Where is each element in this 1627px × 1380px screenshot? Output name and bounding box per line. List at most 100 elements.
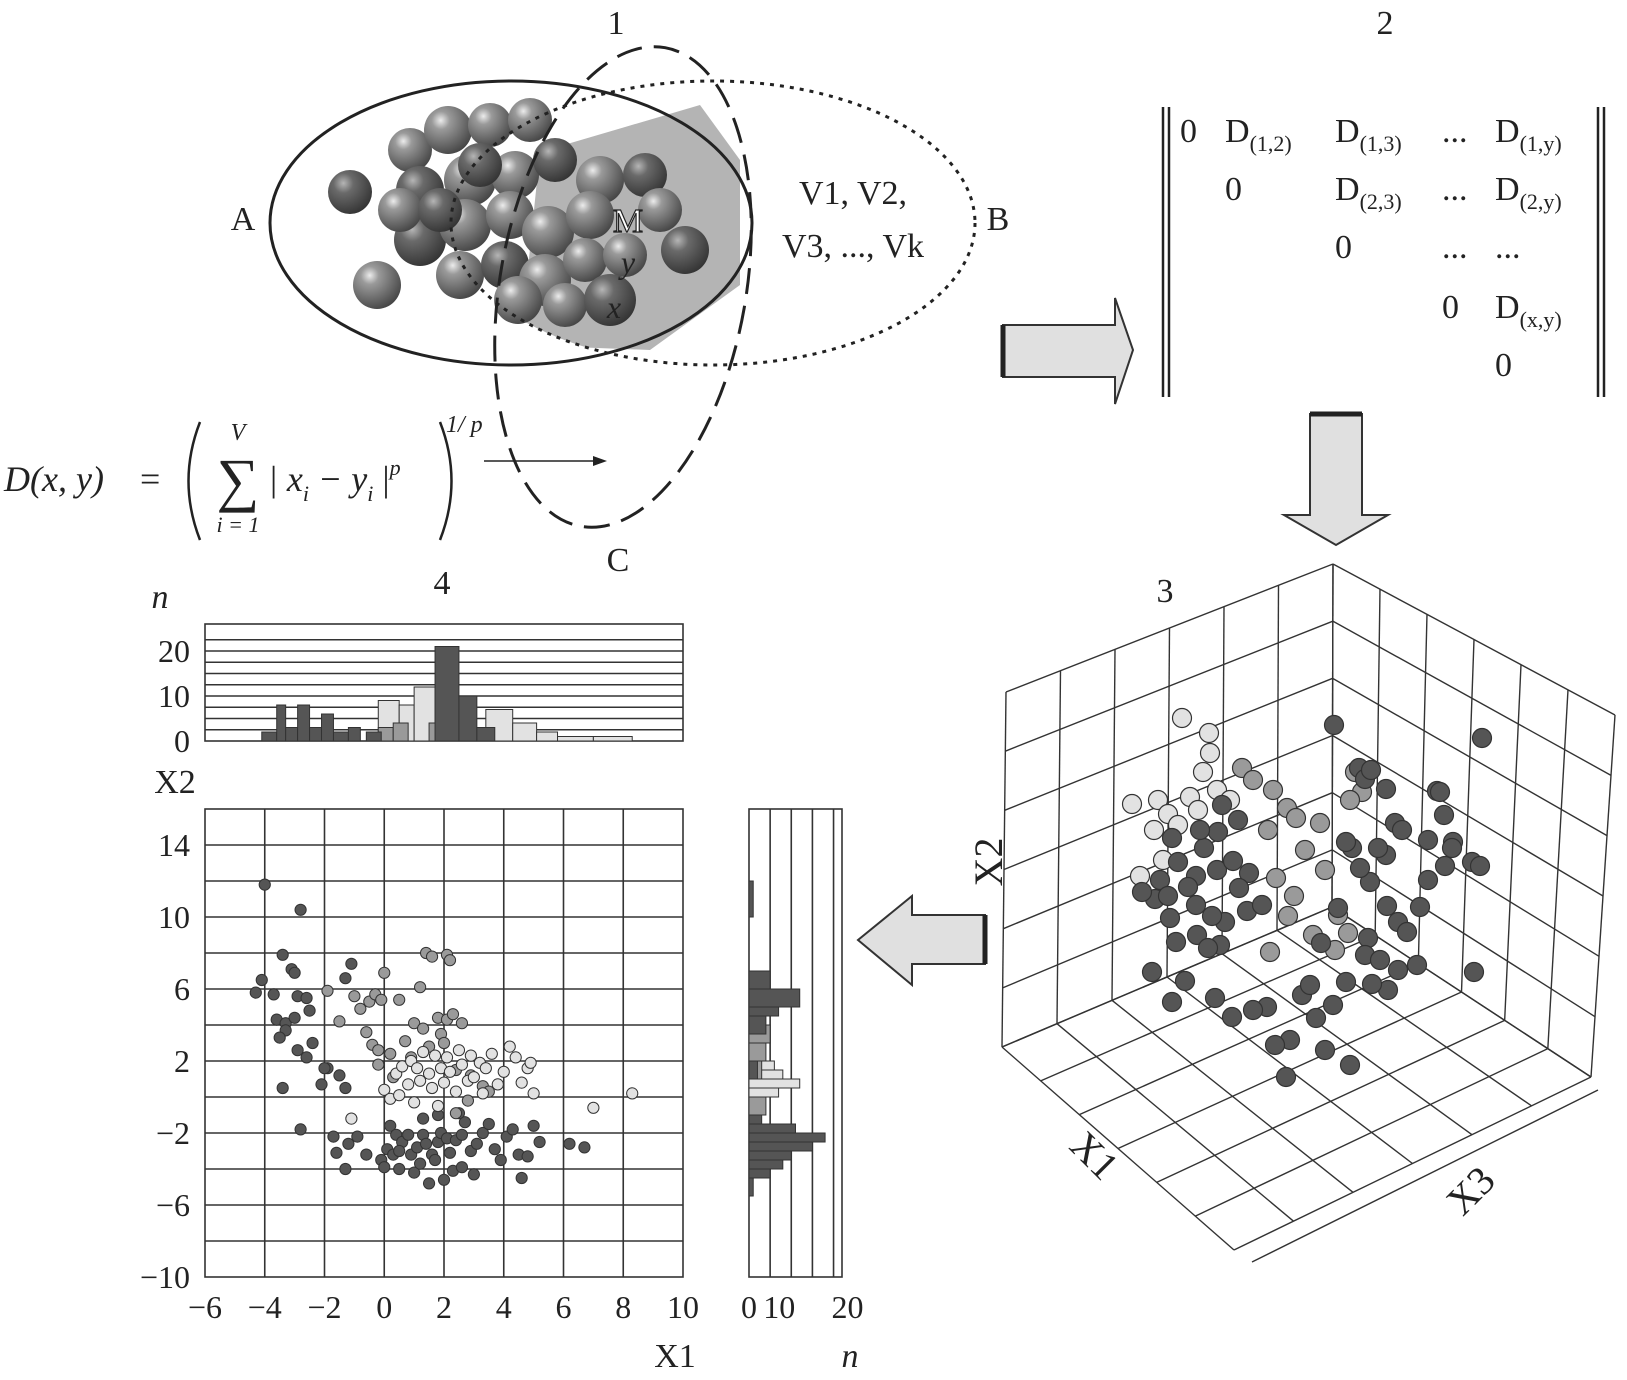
formula-left-paren xyxy=(187,421,202,541)
right-histogram-bar xyxy=(748,1087,780,1098)
3d-point-dark xyxy=(1471,727,1493,749)
scatter-point-light xyxy=(378,1083,391,1096)
3d-point-dark xyxy=(1204,987,1226,1009)
3d-point-light xyxy=(1171,707,1193,729)
scatter-point-dark xyxy=(378,1161,391,1174)
scatter-point-mid xyxy=(449,1107,463,1120)
object-sphere xyxy=(424,106,472,154)
3d-point-dark xyxy=(1141,961,1163,983)
object-sphere xyxy=(436,251,484,299)
object-sphere xyxy=(533,138,577,182)
right-histogram-bar xyxy=(748,988,801,1008)
right-histogram-bar xyxy=(748,1042,767,1062)
scatter-point-light xyxy=(449,1085,463,1098)
scatter-point-light xyxy=(345,1112,358,1125)
3d-point-dark xyxy=(1251,894,1273,916)
3d-point-light xyxy=(1198,722,1220,744)
3d-point-dark xyxy=(1433,804,1455,826)
scatter-point-light xyxy=(527,1087,540,1100)
3d-point-mid xyxy=(1283,885,1305,907)
scatter-point-dark xyxy=(339,972,352,985)
3d-point-mid xyxy=(1242,769,1264,791)
3d-point-dark xyxy=(1409,896,1431,918)
object-sphere xyxy=(638,188,682,232)
matrix-row-4: 0 D(x,y) xyxy=(1442,289,1562,332)
3d-point-dark xyxy=(1221,1006,1243,1028)
3d-point-dark xyxy=(1314,1039,1336,1061)
scatter-point-dark xyxy=(515,1171,528,1185)
panel-number-3: 3 xyxy=(1157,573,1174,610)
scatter-point-light xyxy=(411,1062,424,1075)
variables-text-line1: V1, V2, xyxy=(799,175,907,212)
scatter-point-dark xyxy=(384,1119,397,1132)
scatter-point-light xyxy=(431,1099,445,1113)
axis-label-x2-3d: X2 xyxy=(966,838,1011,887)
object-sphere xyxy=(328,170,372,214)
scatter-point-mid xyxy=(348,990,361,1003)
scatter-point-mid xyxy=(455,1017,469,1030)
sum-lower-limit: i = 1 xyxy=(217,512,260,537)
right-histogram-x-tick: 0 xyxy=(741,1289,757,1325)
object-sphere xyxy=(388,128,432,172)
scatter-point-dark xyxy=(267,988,280,1001)
scatter-point-dark xyxy=(300,991,313,1005)
scatter-point-light xyxy=(408,1096,421,1109)
3d-point-mid xyxy=(1277,905,1299,927)
3d-point-dark xyxy=(1360,759,1382,781)
right-histogram-bar xyxy=(748,970,771,990)
3d-point-dark xyxy=(1310,932,1332,954)
scatter-y-tick: −10 xyxy=(140,1259,190,1295)
scatter-point-mid xyxy=(372,1044,385,1057)
object-sphere xyxy=(563,238,607,282)
right-histogram-bar xyxy=(748,1096,767,1116)
top-histogram-bar xyxy=(297,704,311,742)
scatter-y-tick: 14 xyxy=(158,827,190,863)
3d-point-light xyxy=(1199,742,1221,764)
flow-arrow-left xyxy=(856,893,988,988)
3d-point-mid xyxy=(1257,819,1279,841)
formula-body: | xi − yi |p xyxy=(268,455,401,506)
scatter-point-dark xyxy=(294,903,307,916)
3d-point-dark xyxy=(1357,927,1379,949)
scatter-point-dark xyxy=(300,1051,313,1064)
3d-point-dark xyxy=(1238,862,1260,884)
top-histogram-bar xyxy=(536,731,559,742)
scatter-point-dark xyxy=(360,1148,373,1161)
distance-formula: D(x, y) = V ∑ i = 1 | xi − yi |p 1/ p xyxy=(3,412,607,541)
3d-point-dark xyxy=(1211,794,1233,816)
scatter-point-light xyxy=(587,1101,600,1114)
scatter-point-dark xyxy=(482,1117,495,1131)
matrix-row-5: 0 xyxy=(1495,347,1512,384)
scatter-y-tick: 10 xyxy=(158,899,190,935)
3d-point-light xyxy=(1143,819,1165,841)
top-histogram-bar xyxy=(434,646,460,742)
3d-point-dark xyxy=(1177,876,1199,898)
top-histogram-bar xyxy=(512,722,538,742)
scatter-point-dark xyxy=(291,1044,304,1057)
scatter-y-tick: −6 xyxy=(156,1187,190,1223)
3d-point-dark xyxy=(1299,974,1321,996)
scatter-x-tick: −4 xyxy=(248,1289,282,1325)
3d-gridline xyxy=(1332,620,1612,776)
scatter-point-mid xyxy=(372,1058,385,1071)
top-histogram-bar xyxy=(285,727,299,742)
scatter-point-dark xyxy=(258,878,271,891)
3d-point-dark xyxy=(1406,954,1428,976)
top-histogram-bar xyxy=(557,736,594,742)
top-histogram-bar xyxy=(332,731,349,742)
scatter-point-mid xyxy=(443,954,457,967)
3d-point-dark xyxy=(1391,819,1413,841)
scatter-point-dark xyxy=(467,1168,480,1181)
scatter-point-mid xyxy=(378,966,391,979)
top-histogram-bar xyxy=(365,731,382,742)
3d-point-dark xyxy=(1174,970,1196,992)
3d-point-mid xyxy=(1337,922,1359,944)
3d-point-dark xyxy=(1327,897,1349,919)
3d-point-mid xyxy=(1294,839,1316,861)
scatter-point-dark xyxy=(330,1146,343,1159)
scatter-point-dark xyxy=(345,957,358,970)
scatter-point-dark xyxy=(327,1130,340,1143)
scatter-x-tick: 10 xyxy=(667,1289,699,1325)
top-histogram-bar xyxy=(476,727,496,742)
